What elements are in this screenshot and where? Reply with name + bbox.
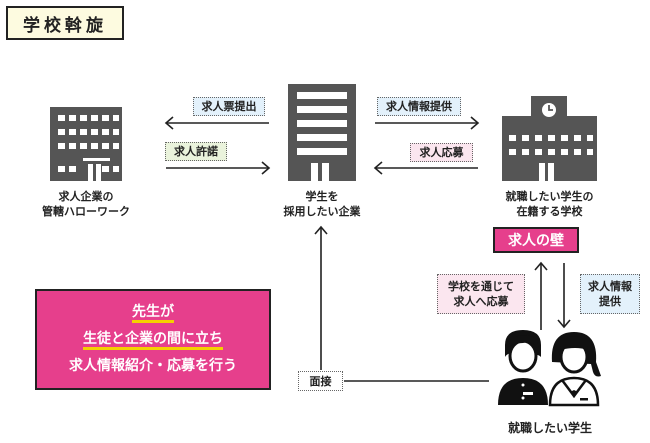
tag-job-info-line2: 提供 [599, 295, 621, 308]
arrow-student-to-school [534, 261, 548, 330]
teacher-role-box: 先生が 生徒と企業の間に立ち 求人情報紹介・応募を行う [35, 289, 271, 390]
school-label-line1: 就職したい学生の [505, 190, 594, 203]
arrow-to-hello-work [164, 116, 269, 130]
hello-work-label-line1: 求人企業の [58, 190, 114, 203]
tag-apply-via-school-line1: 学校を通じて [448, 280, 514, 293]
school-building-icon [502, 96, 597, 181]
arrow-to-company-apply [373, 161, 478, 175]
company-label-line2: 採用したい企業 [283, 205, 361, 218]
interview-arrow [314, 225, 489, 382]
tag-job-ticket-submit: 求人票提出 [193, 97, 265, 116]
page-title: 学校斡旋 [6, 6, 124, 40]
hello-work-label-line2: 管轄ハローワーク [42, 205, 130, 218]
office-building-icon [50, 107, 122, 181]
tag-interview: 面接 [298, 371, 343, 391]
tag-job-apply: 求人応募 [410, 143, 473, 162]
tag-apply-via-school: 学校を通じて 求人へ応募 [437, 274, 525, 314]
arrow-to-company-permit [166, 161, 271, 175]
tag-job-info: 求人情報 提供 [580, 274, 640, 314]
hello-work-label: 求人企業の 管轄ハローワーク [36, 189, 136, 219]
tag-job-info-provide: 求人情報提供 [377, 97, 461, 116]
company-label-line1: 学生を [305, 190, 339, 203]
students-icon [498, 330, 601, 407]
teacher-line2: 生徒と企業の間に立ち [83, 331, 223, 350]
tag-job-info-line1: 求人情報 [588, 280, 632, 293]
arrow-school-to-student [557, 263, 571, 329]
company-label: 学生を 採用したい企業 [272, 189, 372, 219]
job-wall-badge: 求人の壁 [493, 227, 579, 253]
tag-apply-via-school-line2: 求人へ応募 [453, 295, 509, 308]
teacher-line1: 先生が [132, 304, 174, 323]
students-label: 就職したい学生 [507, 421, 592, 435]
teacher-line3: 求人情報紹介・応募を行う [69, 358, 237, 374]
tall-building-icon [288, 84, 356, 181]
tag-job-permit: 求人許諾 [165, 142, 227, 161]
school-label-line2: 在籍する学校 [516, 205, 583, 218]
arrow-to-school-info [375, 116, 480, 130]
school-label: 就職したい学生の 在籍する学校 [492, 189, 607, 219]
